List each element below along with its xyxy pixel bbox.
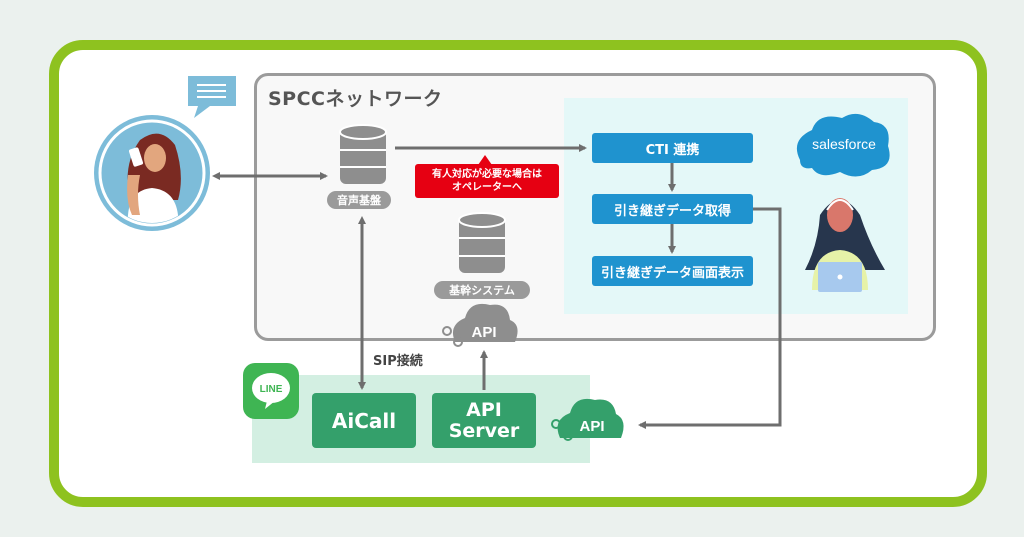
line-logo-text: LINE	[260, 384, 283, 395]
aicall-box: AiCall	[312, 393, 416, 448]
line-bubble-icon: LINE	[252, 373, 290, 409]
salesforce-logo: salesforce	[796, 113, 890, 177]
gear-icon	[551, 419, 561, 429]
core-api-cloud-icon: API	[442, 303, 518, 347]
operator-avatar-icon	[805, 198, 885, 292]
flow-step-cti: CTI 連携	[592, 133, 753, 163]
line-api-cloud-icon: API	[551, 398, 624, 441]
network-title: SPCCネットワーク	[268, 88, 443, 110]
gear-icon	[563, 431, 573, 441]
core-system-db-icon	[458, 212, 506, 273]
line-api-label: API	[579, 418, 604, 435]
callout-line2: オペレーターへ	[452, 182, 522, 193]
get-data-to-line-api-arrow	[638, 207, 782, 429]
salesforce-logo-text: salesforce	[812, 136, 876, 152]
api-server-box: API Server	[432, 393, 536, 448]
voice-platform-db-icon	[339, 124, 387, 184]
voice-platform-label: 音声基盤	[327, 191, 391, 209]
customer-avatar-icon	[94, 115, 210, 231]
api-server-line1: API	[466, 398, 502, 421]
line-logo: LINE	[243, 363, 299, 419]
gear-icon	[453, 337, 463, 347]
api-server-line2: Server	[448, 419, 520, 442]
chat-bubble-icon	[188, 76, 236, 118]
sip-connection-label: SIP接続	[373, 354, 423, 369]
core-api-label: API	[471, 324, 496, 341]
flow-step-get-data: 引き継ぎデータ取得	[592, 194, 753, 224]
gear-icon	[442, 326, 452, 336]
callout-line1: 有人対応が必要な場合は	[432, 169, 542, 180]
flow-step-display-data: 引き継ぎデータ画面表示	[592, 256, 753, 286]
operator-callout: 有人対応が必要な場合は オペレーターへ	[415, 155, 559, 198]
core-system-label: 基幹システム	[434, 281, 530, 299]
